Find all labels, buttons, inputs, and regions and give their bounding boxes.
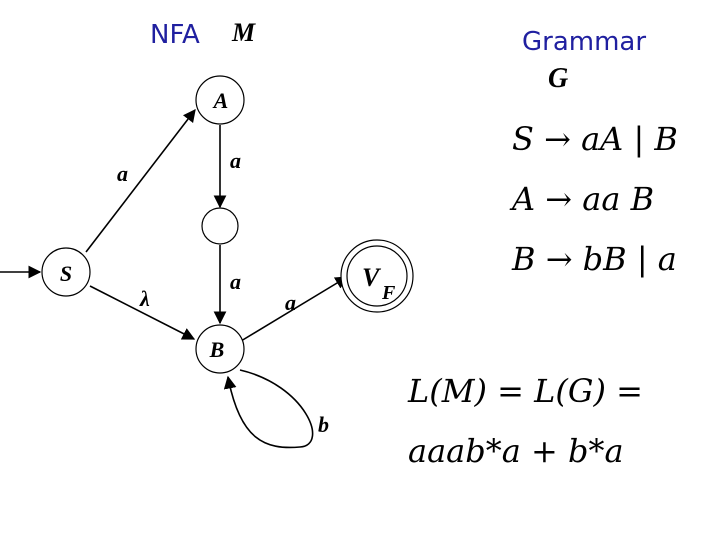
edge-label-s-to-a: a: [117, 161, 128, 186]
edge-label-s-to-b: λ: [139, 286, 150, 311]
state-a-label: A: [212, 88, 229, 113]
language-equation-line2: aaab*a + b*a: [408, 432, 624, 470]
edge-label-a-to-mid: a: [230, 148, 241, 173]
state-a: [195, 75, 245, 125]
state-s-label: S: [60, 261, 72, 286]
state-final-label: V: [362, 263, 382, 292]
rule-lhs: S: [512, 120, 534, 158]
state-mid: [201, 207, 239, 245]
rule-rhs: aA | B: [581, 120, 678, 158]
rule-arrow: →: [545, 240, 573, 278]
edge-s-to-b: [89, 285, 196, 340]
state-b: [195, 324, 245, 374]
state-final-subscript: F: [381, 282, 396, 304]
state-b-label: B: [209, 337, 225, 362]
rule-lhs: B: [512, 240, 536, 278]
grammar-title: Grammar: [522, 27, 647, 57]
rule-rhs: bB | a: [582, 240, 677, 278]
rule-arrow: →: [545, 180, 573, 218]
rule-arrow: →: [544, 120, 571, 158]
edge-s-to-a: [85, 108, 196, 253]
nfa-diagram: S A B V F a a a λ a b: [0, 75, 414, 449]
language-equation-line1: L(M) = L(G) =: [408, 372, 643, 410]
rule-rhs: aa B: [582, 180, 655, 218]
edge-label-mid-to-b: a: [230, 269, 241, 294]
edge-label-b-to-final: a: [285, 290, 296, 315]
edge-b-loop: [223, 369, 314, 449]
grammar-rule-2: A → aa B: [512, 180, 654, 218]
edge-label-b-loop: b: [318, 412, 329, 437]
nfa-title: NFA: [150, 20, 200, 50]
nfa-symbol: M: [232, 18, 256, 47]
grammar-symbol: G: [548, 63, 569, 94]
state-final-inner: [346, 245, 408, 307]
grammar-rule-3: B → bB | a: [512, 240, 677, 278]
grammar-rule-1: S → aA | B: [512, 120, 678, 158]
edge-b-to-final: [240, 276, 349, 342]
rule-lhs: A: [512, 180, 536, 218]
state-s: [41, 247, 91, 297]
